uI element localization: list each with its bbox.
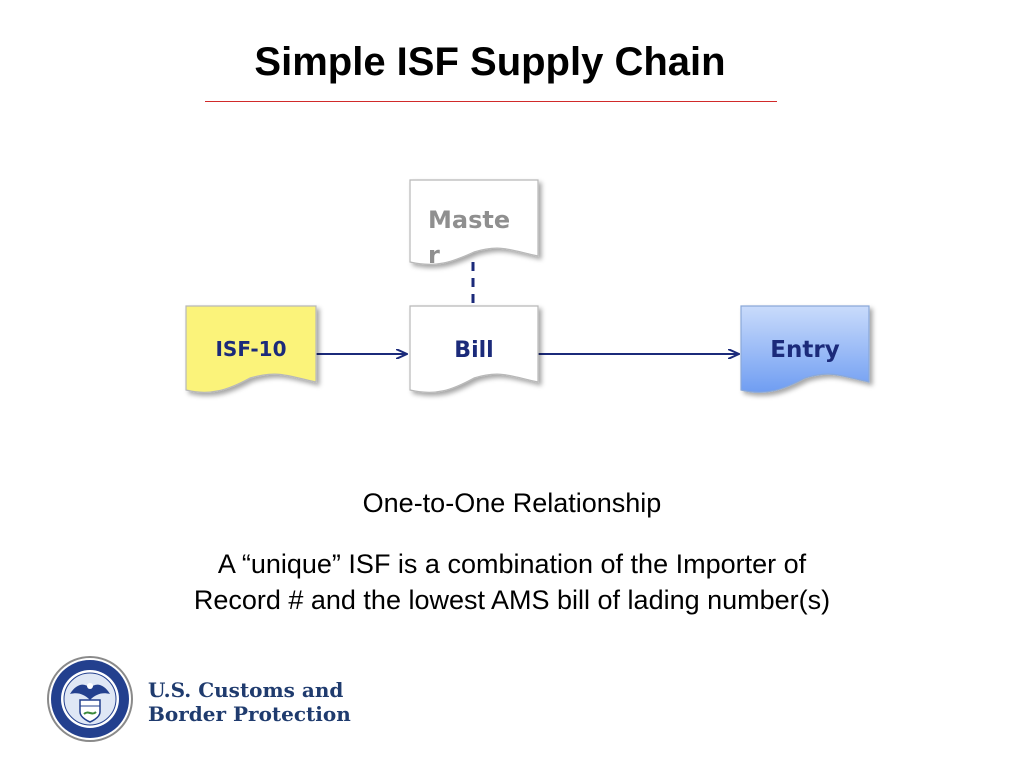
master-document-shape [409,179,539,265]
entry-label: Entry [770,337,839,363]
bill-document-node: Bill [409,305,539,393]
master-label-line2: r [428,241,440,269]
definition-line-1: A “unique” ISF is a combination of the I… [217,549,807,579]
dhs-seal-icon [47,656,133,742]
entry-document-node: Entry [740,305,870,393]
bill-document-shape [409,305,539,393]
entry-document-shape [740,305,870,393]
bill-label: Bill [454,338,493,363]
agency-name: U.S. Customs and Border Protection [148,678,351,726]
definition-caption: A “unique” ISF is a combination of the I… [0,546,1024,618]
relationship-caption: One-to-One Relationship [362,488,662,518]
agency-logo [47,656,133,742]
isf-document-shape [185,305,317,393]
master-document-node: Maste r [409,179,539,269]
agency-name-line2: Border Protection [148,702,351,726]
definition-line-2: Record # and the lowest AMS bill of ladi… [193,585,831,615]
agency-name-line1: U.S. Customs and [148,678,344,702]
isf-document-node: ISF-10 [185,305,317,393]
master-label-line1: Maste [428,206,510,234]
isf-label: ISF-10 [215,337,286,361]
title-divider [205,101,777,102]
page-title: Simple ISF Supply Chain [254,40,726,84]
